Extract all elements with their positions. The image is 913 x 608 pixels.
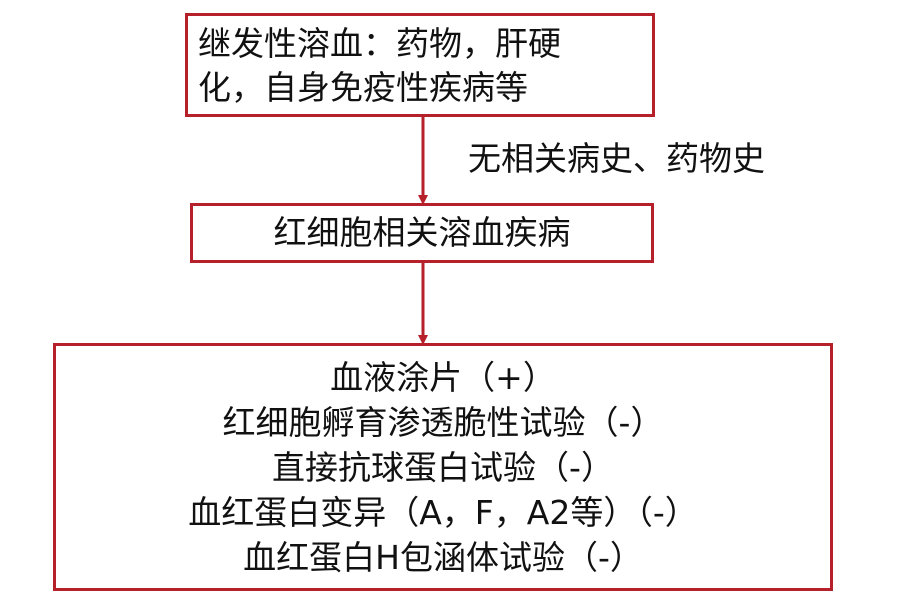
rbc-hemolytic-disease-box: 红细胞相关溶血疾病 bbox=[190, 203, 654, 263]
test-line-coombs: 直接抗球蛋白试验（-） bbox=[272, 447, 614, 487]
test-line-hbh-inclusion: 血红蛋白H包涵体试验（-） bbox=[243, 537, 643, 577]
secondary-hemolysis-box: 继发性溶血：药物，肝硬 化，自身免疫性疾病等 bbox=[185, 13, 655, 117]
edge-label: 无相关病史、药物史 bbox=[468, 139, 765, 178]
top-box-line-1: 继发性溶血：药物，肝硬 bbox=[198, 24, 561, 63]
test-line-blood-smear: 血液涂片（+） bbox=[330, 357, 556, 397]
test-line-hemoglobin-variant: 血红蛋白变异（A，F，A2等）（-） bbox=[188, 492, 698, 532]
top-box-line-2: 化，自身免疫性疾病等 bbox=[198, 68, 528, 107]
test-results-box: 血液涂片（+） 红细胞孵育渗透脆性试验（-） 直接抗球蛋白试验（-） 血红蛋白变… bbox=[53, 343, 833, 591]
test-line-osmotic-fragility: 红细胞孵育渗透脆性试验（-） bbox=[222, 402, 664, 442]
middle-box-text: 红细胞相关溶血疾病 bbox=[273, 213, 571, 252]
